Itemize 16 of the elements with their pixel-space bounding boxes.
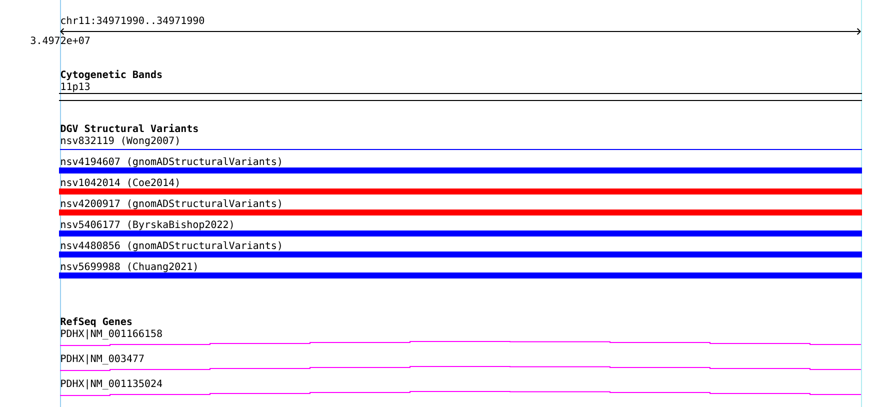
- feature-label: nsv832119 (Wong2007): [61, 136, 179, 146]
- tick-label: 3.4972e+07: [30, 36, 90, 44]
- feature-label: PDHX|NM_001135024: [61, 379, 162, 390]
- feature-label: nsv5406177 (ByrskaBishop2022): [61, 220, 233, 230]
- feature-label: 11p13: [61, 82, 90, 92]
- feature-label: PDHX|NM_001166158: [61, 329, 162, 340]
- track-title: Cytogenetic Bands: [60, 70, 162, 80]
- track-title: RefSeq Genes: [60, 317, 132, 328]
- feature-label: nsv1042014 (Coe2014): [61, 178, 179, 188]
- feature-label: nsv4200917 (gnomADStructuralVariants): [61, 199, 281, 210]
- coordinate-label: chr11:34971990..34971990: [61, 16, 204, 24]
- feature-label: nsv4194607 (gnomADStructuralVariants): [61, 157, 281, 168]
- feature-label: nsv5699988 (Chuang2021): [61, 262, 197, 272]
- feature-label: nsv4480856 (gnomADStructuralVariants): [61, 241, 281, 252]
- feature-label: PDHX|NM_003477: [61, 354, 144, 364]
- track-title: DGV Structural Variants: [60, 124, 198, 132]
